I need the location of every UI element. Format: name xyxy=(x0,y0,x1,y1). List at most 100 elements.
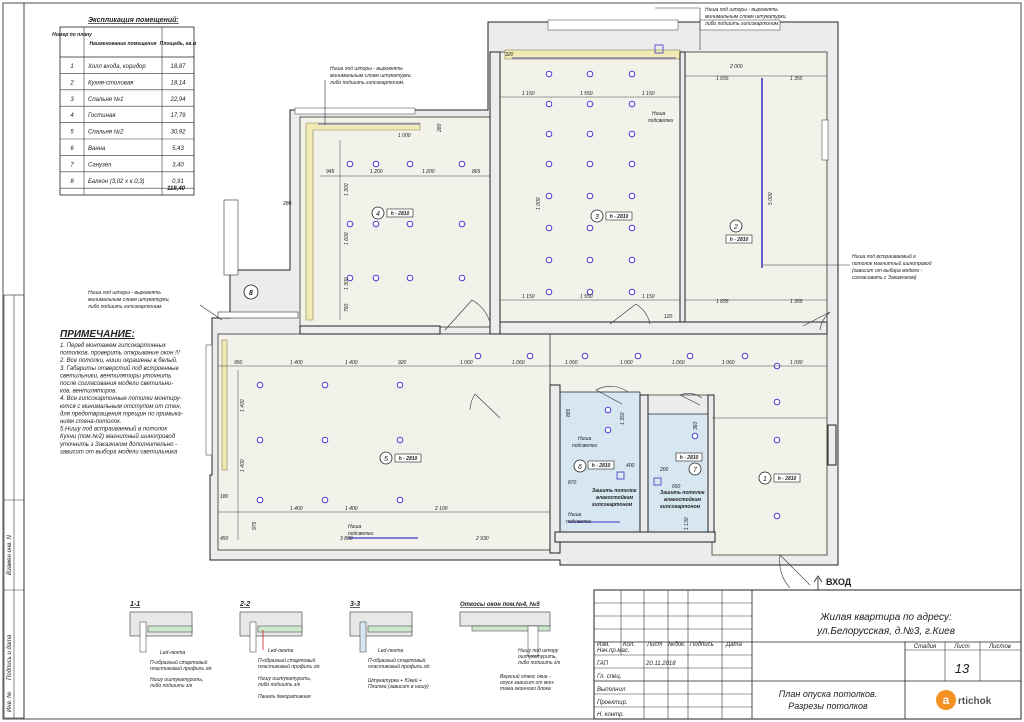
lamp-point xyxy=(346,220,354,228)
dim-1060-b: 1 060 xyxy=(512,360,525,366)
wall-bedroom-corridor xyxy=(499,321,828,335)
note-line: уточнить з Заказчиком дополнительно - xyxy=(59,442,177,448)
bath6-note-2: влагостойким xyxy=(596,494,633,501)
notes-title: ПРИМЕЧАНИЕ: xyxy=(60,329,135,340)
lamp-point xyxy=(628,160,636,168)
tb-stage-label: Стадия xyxy=(914,644,937,650)
tb-role-1: Нач.пр.мас. xyxy=(597,648,629,654)
schedule-row-area: 3,40 xyxy=(172,162,184,168)
dim-1150-b: 1 150 xyxy=(642,91,655,97)
dim-870: 870 xyxy=(568,480,577,486)
wall-3-4 xyxy=(489,51,501,335)
schedule-row-area: 0,91 xyxy=(172,179,184,185)
dimension-labels: 945 1 200 1 200 865 1 000 1 600 1 300 1 … xyxy=(220,52,803,542)
tb-role-2: ГАП xyxy=(597,661,609,667)
dim-1060-a: 1 060 xyxy=(460,360,473,366)
dim-1400-v1: 1 400 xyxy=(240,399,246,412)
niche-label-room6b-2: подсветки xyxy=(566,519,592,525)
dim-1655-b: 1 655 xyxy=(716,299,729,305)
note-line: светильники, вентиляторы уточнить xyxy=(60,373,171,379)
dim-1400-d: 1 400 xyxy=(345,506,358,512)
niche-label-room6b-1: Ниша xyxy=(568,512,582,518)
lamp-point xyxy=(634,352,642,360)
schedule-row-num: 4 xyxy=(70,113,74,119)
room-3-number: 3 xyxy=(595,214,599,221)
tb-sheets-label: Листов xyxy=(988,644,1011,650)
s2-note-6: Панель декоративная xyxy=(258,694,311,700)
lamp-point xyxy=(545,256,553,264)
s1-note-3: пластиковый профиль з/к xyxy=(150,665,212,672)
note-line: 5.Нишу под встраиваемый в потолок xyxy=(60,426,168,433)
lamp-point xyxy=(372,274,380,282)
wc7-note-1: Зашить потолок xyxy=(660,490,705,496)
vent-room-3 xyxy=(654,44,664,54)
dim-2000: 2 000 xyxy=(729,64,743,70)
room-1-number: 1 xyxy=(763,476,767,483)
dim-1060-e: 1 060 xyxy=(672,360,685,366)
lamp-point xyxy=(773,398,781,406)
niche-label-room5-1: Ниша xyxy=(348,524,362,530)
s1-note-4: Нишу оштукатурить, xyxy=(150,677,203,683)
notes-lines: 1. Перед монтажем гипсокартонныхпотолков… xyxy=(59,343,183,455)
room-5-height: h - 2810 xyxy=(399,456,418,462)
room-2-number: 2 xyxy=(733,224,738,231)
tb-col-izm: Изм. xyxy=(597,642,610,648)
schedule-row-num: 1 xyxy=(70,64,73,70)
s3-note-4: Штукатурка + Юкей + xyxy=(368,677,422,684)
wall-7-1 xyxy=(707,394,715,536)
s1-note-2: П-образный стартовый xyxy=(150,659,208,666)
lamp-point xyxy=(545,224,553,232)
schedule-row-area: 18,87 xyxy=(170,64,186,70)
dim-400: 400 xyxy=(626,463,635,469)
tb-role-5: Проектир. xyxy=(597,700,628,706)
logo-mark xyxy=(936,690,956,710)
lamp-point xyxy=(581,352,589,360)
entrance-label: ВХОД xyxy=(826,577,852,587)
s4-note-2: оштукатурить, xyxy=(518,654,557,660)
lamp-point xyxy=(545,70,553,78)
lamp-point xyxy=(773,436,781,444)
callout-top-left-3: либо подшить гипсокартоном. xyxy=(329,80,404,86)
tb-col-sign: Подпись xyxy=(690,642,714,648)
room-8-number: 8 xyxy=(249,290,253,297)
section-3-title: 3-3 xyxy=(350,601,360,608)
dim-5000: 5 000 xyxy=(768,192,774,205)
curtain-niche-room-4 xyxy=(305,122,421,321)
schedule-row-name: Кухня-столовая xyxy=(88,80,134,86)
tb-address-2: ул.Белорусская, д.№3, г.Киев xyxy=(816,626,955,637)
dim-1350: 1 350 xyxy=(620,412,626,425)
niche-label-room6-2: подсветки xyxy=(572,443,598,449)
dim-2930: 2 930 xyxy=(475,536,489,542)
note-line: зависит от выбора модели светильника xyxy=(59,449,178,455)
room-schedule: Экспликация помещений: Номер по плану На… xyxy=(52,16,197,196)
section-1-title: 1-1 xyxy=(130,601,140,608)
dim-1150-c: 1 150 xyxy=(522,294,535,300)
room-labels: 4 h - 2810 3 h - 2810 2 h - 2810 5 h - 2… xyxy=(243,206,801,485)
callout-right-2: потолок магнитный шинопровод xyxy=(852,260,932,267)
lamp-point xyxy=(545,288,553,296)
lamp-point xyxy=(586,100,594,108)
lamp-point xyxy=(586,192,594,200)
lamp-point xyxy=(406,220,414,228)
schedule-row-num: 5 xyxy=(70,130,74,136)
s1-note-1: Led-лента xyxy=(160,650,185,656)
lamp-point xyxy=(396,381,404,389)
dim-1060-f: 1 060 xyxy=(722,360,735,366)
wall-bath-bottom xyxy=(554,531,716,543)
dim-1400-v2: 1 400 xyxy=(240,459,246,472)
s2-note-2: П-образный стартовый xyxy=(258,657,316,664)
lamp-point xyxy=(321,381,329,389)
lamp-point xyxy=(372,220,380,228)
door-room-5 xyxy=(469,393,501,419)
logo-text: rtichok xyxy=(958,696,992,707)
section-4-title: Откосы окон пом.№4, №5 xyxy=(460,601,540,608)
note-line: 1. Перед монтажем гипсокартонных xyxy=(60,343,167,349)
dim-1400-b: 1 400 xyxy=(345,360,358,366)
tb-drawing-title-2: Разрезы потолков xyxy=(788,701,868,711)
schedule-row-num: 2 xyxy=(69,80,74,86)
lamp-point xyxy=(586,70,594,78)
dim-1130: 1 130 xyxy=(684,517,690,530)
room-4 xyxy=(299,116,491,328)
callouts: Ниша под шторы - выровнять минимальным с… xyxy=(87,7,932,590)
dim-1550-a: 1 550 xyxy=(580,91,593,97)
